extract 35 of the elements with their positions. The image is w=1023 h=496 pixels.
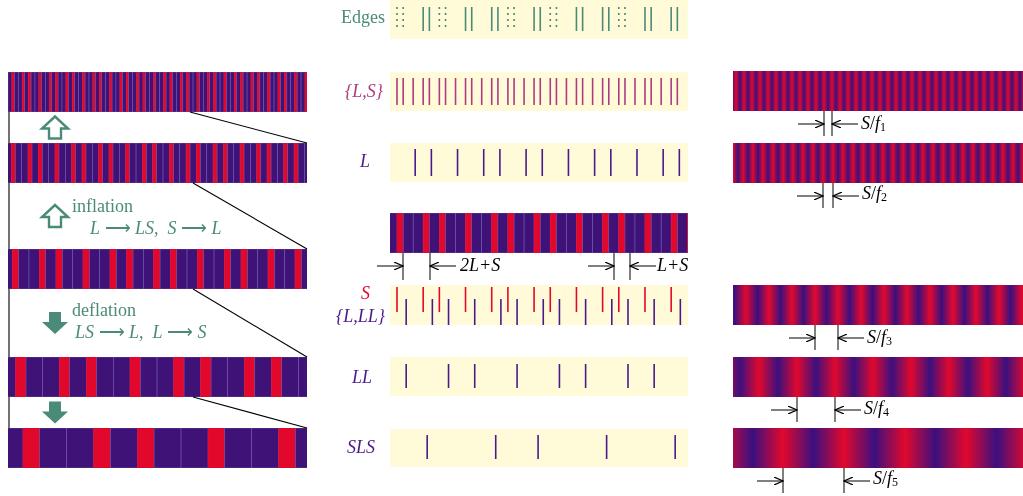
projection-line [192, 396, 308, 429]
rule-text: L ⟶ LS, S ⟶ L [90, 219, 222, 239]
process-label: inflation [72, 197, 133, 217]
projection-line [192, 182, 308, 250]
rule-text: LS ⟶ L, L ⟶ S [75, 323, 207, 343]
row-label: {L,LL} [336, 307, 385, 327]
guide-line [8, 111, 10, 144]
row-label: L [360, 152, 370, 172]
guide-line [8, 182, 10, 250]
tiling-strip [8, 249, 307, 289]
guide-line [8, 288, 10, 358]
tiling-strip [8, 72, 307, 112]
row-label: SLS [347, 438, 375, 458]
guide-line [8, 396, 10, 429]
tiling-strip [8, 357, 307, 397]
dimension-label: S/f$_{3}$ [867, 327, 893, 349]
dimension-label: S/f$_{2}$ [862, 183, 888, 205]
tiling-strip [8, 143, 307, 183]
process-label: deflation [72, 301, 136, 321]
block-arrow [42, 312, 68, 334]
projection-line [192, 288, 308, 358]
row-label: Edges [341, 8, 385, 28]
tiling-strip [8, 428, 307, 468]
dimension-label: 2L+S [460, 256, 501, 276]
dimension-label: L+S [657, 256, 689, 276]
row-label: LL [351, 368, 372, 388]
projection-line [189, 111, 308, 144]
hollow-block-arrow [38, 114, 72, 140]
block-arrow [42, 401, 68, 424]
dimension-label: S/f$_{4}$ [864, 398, 890, 420]
row-label: {L,S} [345, 82, 383, 102]
dimension-label: S/f$_{1}$ [861, 113, 887, 135]
hollow-block-arrow [38, 203, 72, 229]
row-label: S [361, 284, 370, 304]
dimension-label: S/f$_{5}$ [873, 468, 899, 490]
